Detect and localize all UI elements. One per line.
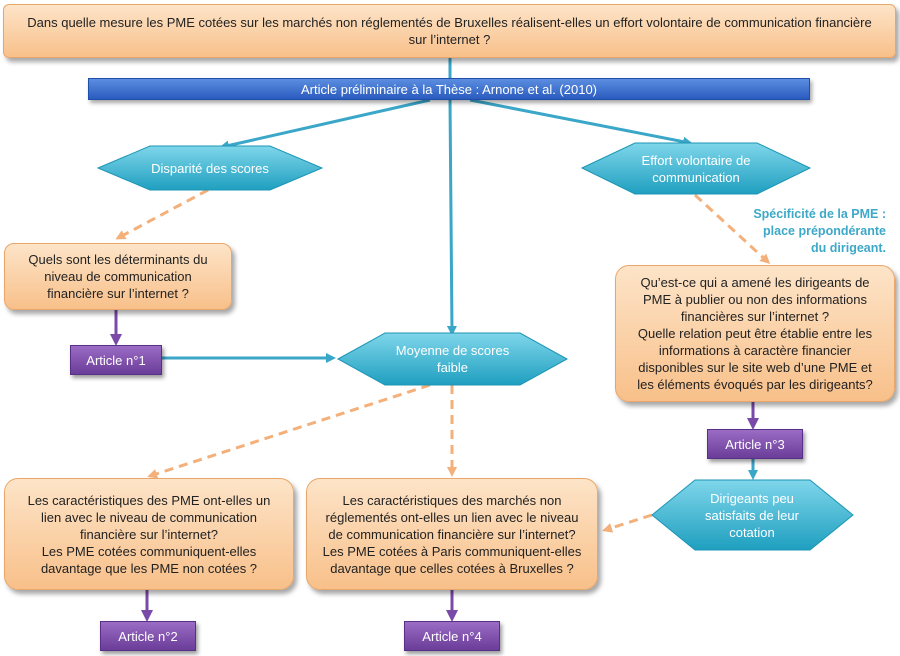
hexagon-moyenne-label: Moyenne de scores faible [395, 343, 510, 375]
determinants-box: Quels sont les déterminants du niveau de… [4, 243, 232, 310]
hexagon-satisfaits-label: Dirigeants peu satisfaits de leur cotati… [705, 490, 799, 540]
dashed-effort-to-dirigeants [693, 193, 771, 265]
article3-label: Article n°3 [725, 436, 785, 452]
pme-cotees-text: Les caractéristiques des PME ont-elles u… [27, 492, 271, 576]
research-question-box: Dans quelle mesure les PME cotées sur le… [3, 4, 896, 58]
dashed-disparite-to-determinants [115, 188, 209, 240]
dirigeants-box: Qu’est-ce qui a amené les dirigeants de … [615, 265, 895, 402]
research-question-text: Dans quelle mesure les PME cotées sur le… [27, 15, 872, 47]
arrow-bar-to-disparite [219, 98, 431, 151]
hexagon-moyenne-shape [336, 332, 569, 386]
pme-cotees-box: Les caractéristiques des PME ont-elles u… [4, 478, 294, 590]
marches-text: Les caractéristiques des marchés non rég… [322, 492, 582, 576]
arrow-bar-to-moyenne [446, 99, 457, 336]
article1-label: Article n°1 [86, 352, 146, 368]
marches-box: Les caractéristiques des marchés non rég… [306, 478, 598, 590]
specificite-note: Spécificité de la PME : place prépondéra… [753, 207, 886, 255]
article4-box: Article n°4 [404, 621, 500, 651]
arrow-bar-to-effort [469, 98, 693, 147]
article1-box: Article n°1 [70, 345, 162, 375]
hexagon-satisfaits-shape [651, 479, 854, 551]
preliminary-article-text: Article préliminaire à la Thèse : Arnone… [300, 81, 598, 97]
hexagon-disparite-label: Disparité des scores [151, 160, 269, 176]
dirigeants-text: Qu’est-ce qui a amené les dirigeants de … [637, 275, 873, 392]
hexagon-disparite-shape [96, 145, 324, 191]
article3-box: Article n°3 [707, 429, 803, 459]
article4-label: Article n°4 [422, 628, 482, 644]
hexagon-effort-shape [580, 142, 812, 195]
dashed-moyenne-to-pme-cotees [147, 383, 431, 479]
article2-box: Article n°2 [100, 621, 196, 651]
dashed-satisfaits-to-marches [602, 513, 653, 533]
article2-label: Article n°2 [118, 628, 178, 644]
hexagon-effort-label: Effort volontaire de communication [641, 152, 751, 185]
preliminary-article-bar: Article préliminaire à la Thèse : Arnone… [88, 78, 810, 100]
determinants-text: Quels sont les déterminants du niveau de… [28, 252, 208, 301]
